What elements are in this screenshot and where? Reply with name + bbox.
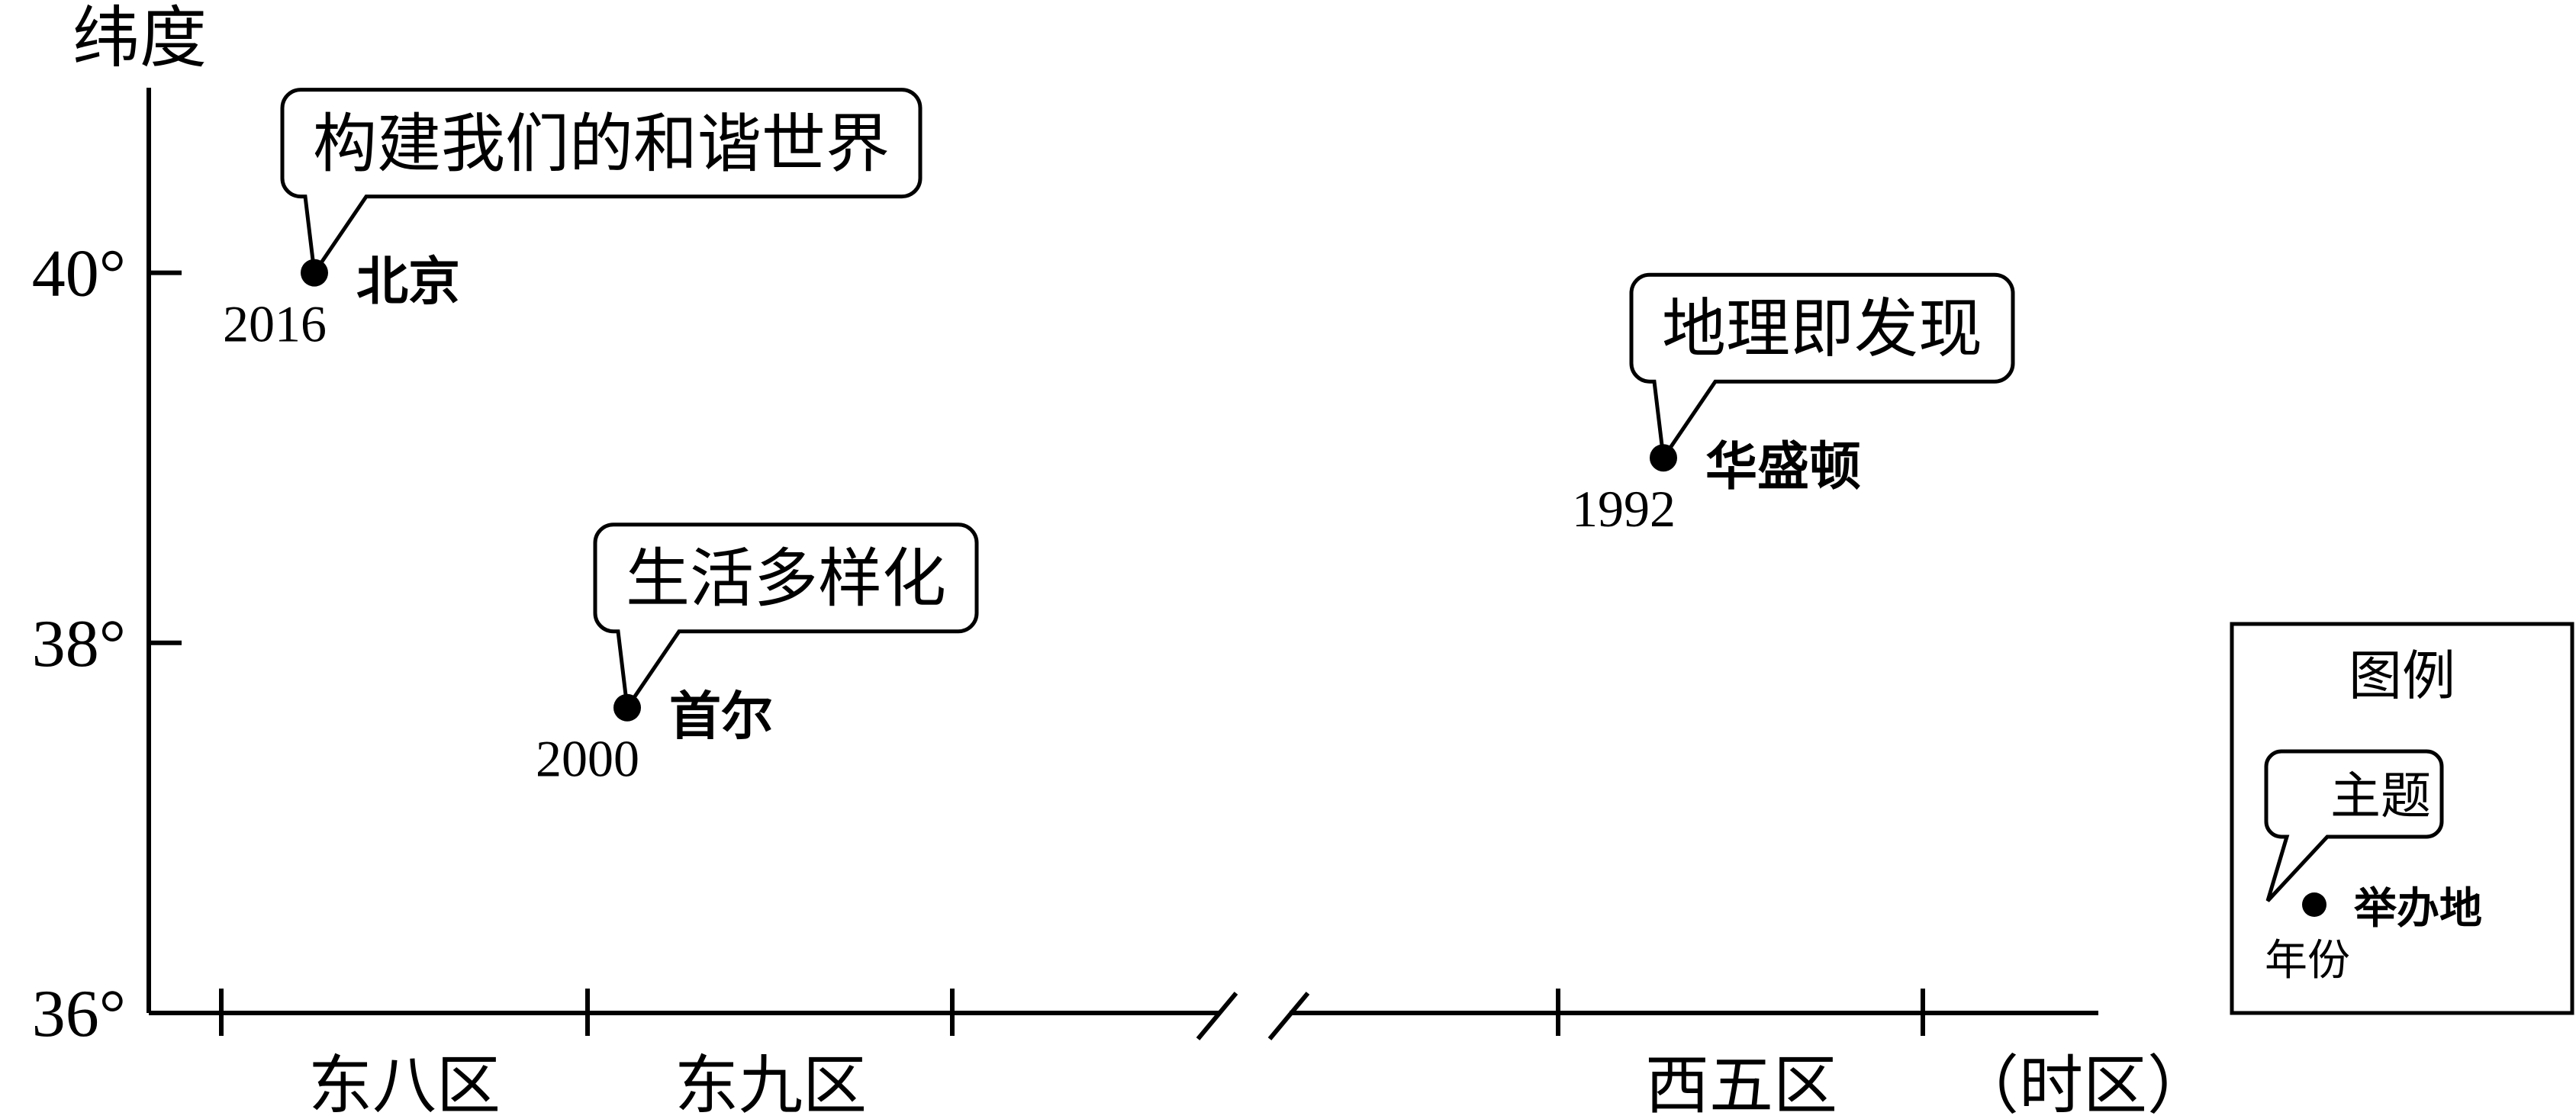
- callout-bubble: [280, 88, 923, 278]
- y-axis-title: 纬度: [72, 0, 207, 77]
- callout-bubble: [593, 523, 979, 713]
- theme-label: 构建我们的和谐世界: [313, 107, 890, 182]
- city-label: 北京: [356, 252, 460, 313]
- legend-bubble: [2264, 749, 2444, 902]
- city-label: 首尔: [669, 687, 773, 748]
- legend-city-text: 举办地: [2353, 884, 2482, 934]
- year-label: 1992: [1572, 480, 1676, 538]
- year-label: 2016: [223, 295, 327, 353]
- theme-label: 地理即发现: [1662, 291, 1982, 366]
- x-axis-title: （时区）: [1955, 1048, 2211, 1119]
- x-tick-label-east9: 东九区: [675, 1048, 867, 1119]
- point-marker: [1650, 444, 1677, 472]
- callout-bubble: [1629, 272, 2015, 464]
- point-group: 地理即发现 1992 华盛顿: [1572, 272, 2015, 538]
- axis-break-mark-left: [1196, 992, 1238, 1040]
- point-marker: [613, 693, 641, 722]
- legend-theme-text: 主题: [2330, 767, 2431, 825]
- legend-marker: [2302, 892, 2326, 917]
- x-tick-label-east8: 东八区: [308, 1048, 501, 1119]
- legend-title: 图例: [2349, 645, 2455, 707]
- y-tick-label: 36°: [32, 977, 126, 1051]
- city-label: 华盛顿: [1705, 437, 1861, 497]
- y-ticks: 36° 38° 40°: [32, 237, 182, 1051]
- y-tick-label: 40°: [32, 237, 126, 311]
- point-group: 生活多样化 2000 首尔: [536, 523, 979, 788]
- point-marker: [301, 259, 328, 287]
- legend-year-text: 年份: [2265, 936, 2350, 986]
- y-tick-label: 38°: [32, 607, 126, 681]
- x-tick-label-west5: 西五区: [1645, 1048, 1837, 1119]
- axis-break-mark-right: [1267, 992, 1310, 1040]
- year-label: 2000: [536, 730, 639, 788]
- theme-label: 生活多样化: [626, 542, 946, 616]
- legend: 图例 主题 举办地 年份: [2230, 622, 2574, 1015]
- point-group: 构建我们的和谐世界 2016 北京: [223, 88, 923, 353]
